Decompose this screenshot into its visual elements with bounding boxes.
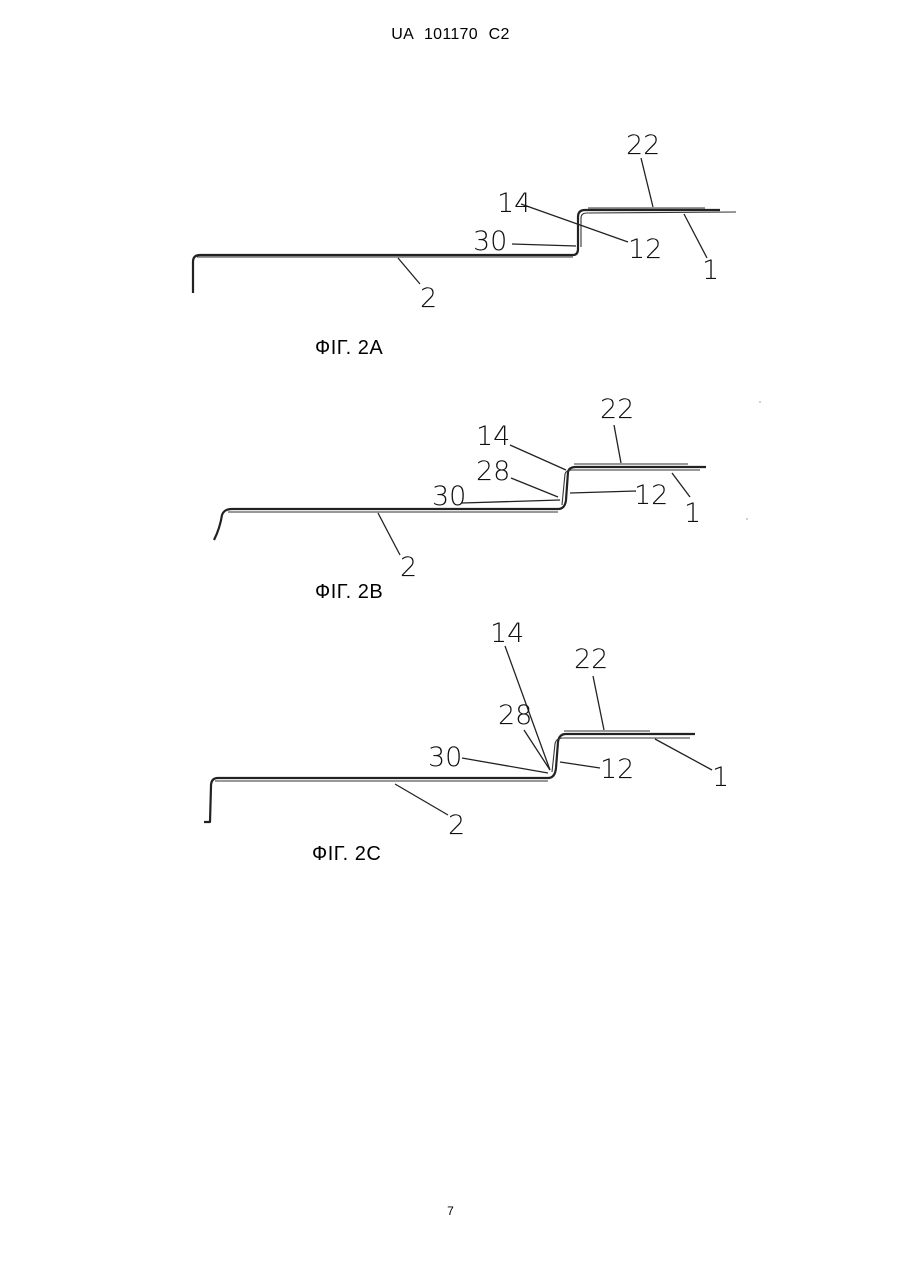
fig2b-label-28: 28 — [476, 456, 510, 487]
scan-speck — [746, 518, 747, 519]
fig2c-leader-2 — [395, 784, 448, 815]
fig2a-caption: ФІГ. 2А — [315, 337, 383, 359]
fig2b-leader-2 — [378, 513, 400, 555]
fig2c-label-14: 14 — [490, 618, 524, 649]
fig2a-label-12: 12 — [628, 234, 662, 265]
fig2c-label-2: 2 — [448, 810, 465, 841]
fig2b-label-12: 12 — [634, 480, 668, 511]
fig2a-label-2: 2 — [420, 283, 437, 314]
fig2b-caption: ФІГ. 2В — [315, 581, 383, 603]
fig2b-leader-14 — [510, 445, 566, 470]
fig2a-label-22: 22 — [626, 130, 660, 161]
fig2b-leader-22 — [614, 425, 621, 463]
figure-2c: 14 22 28 30 12 1 2 ФІГ. 2С — [204, 618, 729, 865]
fig2a-label-1: 1 — [702, 255, 719, 286]
fig2b-leader-28 — [511, 478, 558, 497]
scan-speck — [759, 401, 760, 402]
fig2b-leader-12 — [570, 491, 636, 493]
fig2b-label-14: 14 — [476, 421, 510, 452]
fig2c-leader-1 — [655, 739, 712, 770]
fig2a-label-14: 14 — [497, 188, 531, 219]
fig2b-leader-30 — [462, 500, 560, 503]
fig2a-label-30: 30 — [473, 226, 507, 257]
fig2b-label-1: 1 — [684, 498, 701, 529]
figure-2a: 22 14 30 12 1 2 ФІГ. 2А — [193, 130, 736, 359]
fig2c-label-1: 1 — [712, 762, 729, 793]
fig2c-caption: ФІГ. 2С — [312, 843, 381, 865]
fig2a-leader-30 — [512, 244, 576, 246]
fig2b-label-22: 22 — [600, 394, 634, 425]
figure-2b: 22 14 28 30 12 1 2 ФІГ. 2В — [214, 394, 706, 603]
fig2a-leader-2 — [398, 258, 420, 284]
fig2a-leader-1 — [684, 214, 707, 258]
fig2c-label-30: 30 — [428, 742, 462, 773]
fig2b-label-30: 30 — [432, 481, 466, 512]
fig2c-leader-30 — [462, 758, 548, 773]
fig2c-label-28: 28 — [498, 700, 532, 731]
fig2b-leader-1 — [672, 473, 690, 497]
fig2c-leader-12 — [560, 762, 600, 768]
page-number: 7 — [0, 1204, 901, 1218]
fig2c-label-22: 22 — [574, 644, 608, 675]
fig2a-leader-22 — [641, 158, 653, 207]
fig2c-leader-22 — [593, 676, 604, 730]
fig2b-label-2: 2 — [400, 552, 417, 583]
fig2b-part-1-panel — [562, 470, 700, 505]
fig2c-label-12: 12 — [600, 754, 634, 785]
